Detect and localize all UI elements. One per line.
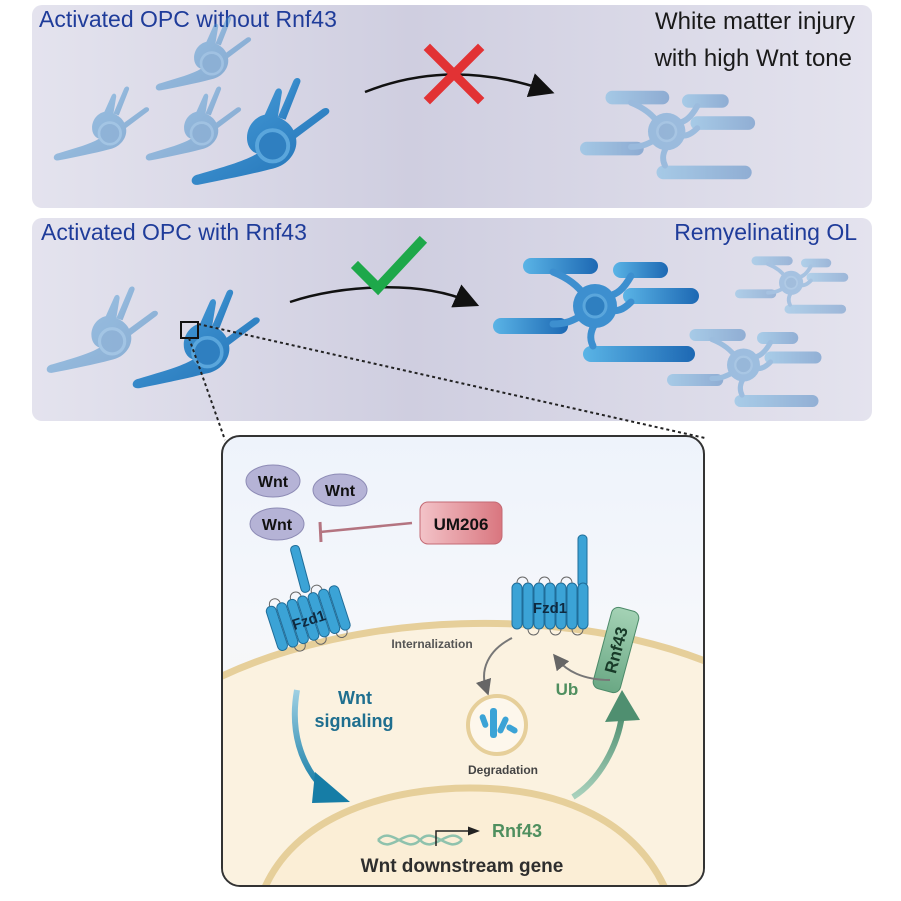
inhibition-line	[318, 521, 413, 543]
rnf43-feedback-arrowhead	[605, 690, 640, 722]
outcome-line-1: White matter injury	[655, 8, 855, 35]
protein-fragment	[506, 724, 518, 734]
dna-helix-icon	[377, 834, 463, 846]
degradation-label: Degradation	[468, 763, 538, 777]
fzd1-receptor-right: Fzd1	[511, 576, 589, 636]
outcome-label: Remyelinating OL	[674, 219, 857, 245]
gene-product-label: Rnf43	[492, 821, 542, 841]
svg-text:UM206: UM206	[434, 515, 489, 534]
zoom-line-left	[188, 337, 226, 441]
wnt-ligand: Wnt	[245, 464, 301, 498]
receptor-ecd	[290, 544, 311, 593]
signaling-label-line-1: Wnt	[338, 688, 372, 708]
zoom-line-right	[197, 323, 706, 439]
panel-without-rnf43: Activated OPC without Rnf43 White matter…	[32, 5, 872, 208]
ub-label: Ub	[556, 680, 579, 699]
wnt-ligand: Wnt	[249, 507, 305, 541]
rnf43-ligase: Rnf43	[592, 606, 640, 694]
panel-with-rnf43: Activated OPC with Rnf43 Remyelinating O…	[32, 218, 872, 421]
nucleus-membrane	[255, 784, 676, 885]
um206-inhibitor: UM206	[419, 501, 503, 545]
cross-icon	[423, 43, 485, 105]
svg-text:Fzd1: Fzd1	[533, 600, 567, 617]
internalization-arrow	[475, 637, 513, 696]
wnt-ligand: Wnt	[312, 473, 368, 507]
protein-fragment	[479, 714, 489, 728]
protein-fragment	[490, 708, 497, 738]
transcription-start-arrow	[435, 826, 480, 846]
panel-title: Activated OPC with Rnf43	[41, 219, 307, 245]
receptor-ecd	[577, 534, 588, 588]
lysosome	[466, 694, 528, 756]
fzd1-receptor-left: Fzd1	[262, 578, 354, 658]
panel-title: Activated OPC without Rnf43	[39, 6, 337, 32]
ubiquitination-arrow	[552, 653, 611, 681]
internalization-label: Internalization	[391, 637, 472, 651]
signaling-label-line-2: signaling	[314, 711, 393, 731]
rnf43-feedback-arrow	[571, 714, 625, 800]
svg-text:Wnt: Wnt	[258, 474, 289, 491]
svg-text:Wnt: Wnt	[262, 517, 293, 534]
protein-fragment	[497, 716, 509, 734]
check-icon	[350, 235, 428, 296]
mechanism-panel: Wnt Wnt Wnt UM206 Fzd1 Fzd1	[221, 435, 705, 887]
svg-text:Wnt: Wnt	[325, 483, 356, 500]
outcome-line-2: with high Wnt tone	[654, 45, 852, 72]
gene-caption: Wnt downstream gene	[361, 856, 564, 877]
panel-background	[32, 218, 872, 421]
wnt-signaling-arrowhead	[312, 772, 350, 803]
